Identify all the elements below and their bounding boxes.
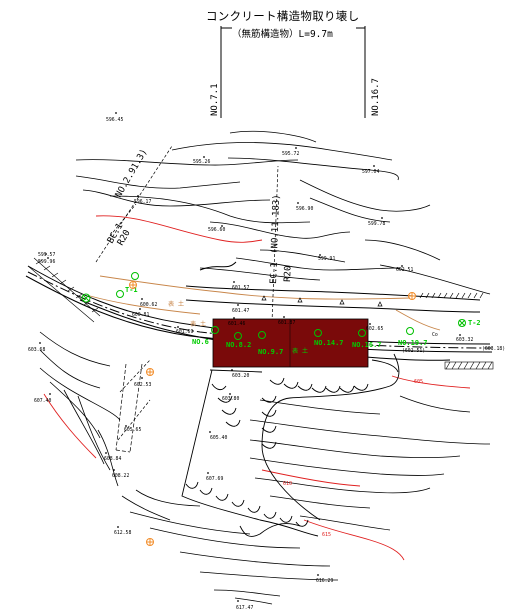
elevation-label: 602.65 bbox=[366, 326, 383, 332]
elevation-label: 599.96 bbox=[38, 259, 55, 265]
survey-point-t1: T-1 bbox=[125, 286, 138, 294]
elevation-label: 603.20 bbox=[232, 373, 249, 379]
retaining-wall-left bbox=[27, 257, 101, 323]
station-bracket bbox=[220, 26, 366, 118]
contour-label-605: 605 bbox=[414, 379, 423, 385]
station-markers bbox=[81, 272, 466, 340]
retaining-wall-right bbox=[444, 361, 494, 370]
elevation-label: 601.57 bbox=[232, 285, 249, 291]
curve-chords bbox=[95, 145, 279, 441]
elevation-label: 600.62 bbox=[140, 302, 157, 308]
curve-label-no11: (NO.11.183) bbox=[270, 194, 282, 254]
guard-rail-ticks bbox=[261, 292, 484, 307]
station-no16-7: NO.16.7 bbox=[352, 341, 382, 349]
elevation-label: 599.78 bbox=[368, 221, 385, 227]
soil-label-1: 表 土 bbox=[168, 300, 184, 308]
elevation-label: 605.40 bbox=[210, 435, 227, 441]
curve-label-r20-right: R20 bbox=[283, 266, 294, 283]
elevation-label: 595.26 bbox=[193, 159, 210, 165]
elevation-label: 595.72 bbox=[282, 151, 299, 157]
elevation-label: 612.58 bbox=[114, 530, 131, 536]
drainage-channel bbox=[115, 363, 143, 453]
station-label-right: NO.16.7 bbox=[371, 78, 381, 116]
contour-lines bbox=[39, 130, 491, 605]
curve-label-no2: NO.2.91.3) bbox=[114, 148, 150, 200]
demolition-area bbox=[212, 318, 369, 368]
station-no6: NO.6 bbox=[192, 338, 209, 346]
elevation-label: (603.18) bbox=[482, 346, 505, 352]
embankment bbox=[181, 353, 400, 537]
elevation-label: (602.51) bbox=[402, 348, 425, 354]
elevation-label: 608.84 bbox=[104, 456, 121, 462]
station-no19-7: NO.19.7 bbox=[398, 339, 428, 347]
elevation-label: 599.91 bbox=[318, 256, 335, 262]
curve-label-ec1: EC.1 bbox=[269, 262, 280, 284]
survey-point-t2: T-2 bbox=[468, 319, 481, 327]
elevation-label: 603.68 bbox=[28, 347, 45, 353]
station-label-left: NO.7.1 bbox=[210, 83, 220, 116]
contour-label-610: 610 bbox=[283, 481, 292, 487]
tan-road-edge bbox=[89, 275, 441, 331]
drawing-title: コンクリート構造物取り壊し bbox=[206, 9, 360, 23]
elevation-label: 601.47 bbox=[232, 308, 249, 314]
index-contours bbox=[43, 215, 471, 561]
elevation-label: 607.40 bbox=[34, 398, 51, 404]
elevation-label: 607.69 bbox=[206, 476, 223, 482]
drawing-subtitle: （無筋構造物）L=9.7m bbox=[232, 29, 333, 40]
elevation-label: 603.32 bbox=[456, 337, 473, 343]
elevation-label: 608.22 bbox=[112, 473, 129, 479]
elevation-label: 596.60 bbox=[208, 227, 225, 233]
elevation-label: 602.53 bbox=[134, 382, 151, 388]
station-no8-2: NO.8.2 bbox=[226, 341, 251, 349]
elevation-label: 616.29 bbox=[316, 578, 333, 584]
elevation-label: 601.69 bbox=[176, 329, 193, 335]
elevation-label: 601.46 bbox=[228, 321, 245, 327]
elevation-points bbox=[39, 112, 461, 602]
soil-label-3: 表 土 bbox=[292, 347, 308, 355]
elevation-labels: 596.45 595.26 595.72 597.04 596.17 596.9… bbox=[28, 117, 505, 611]
elevation-label: 602.51 bbox=[396, 267, 413, 273]
elevation-label: 596.17 bbox=[134, 199, 151, 205]
orange-markers bbox=[129, 281, 416, 546]
elevation-label: 599.57 bbox=[38, 252, 55, 258]
station-no14-7: NO.14.7 bbox=[314, 339, 344, 347]
contour-label-615: 615 bbox=[322, 532, 331, 538]
elevation-label: 596.45 bbox=[106, 117, 123, 123]
elevation-label: 605.65 bbox=[124, 427, 141, 433]
elevation-label: 597.04 bbox=[362, 169, 379, 175]
co-label: Co bbox=[432, 332, 438, 338]
elevation-label: 596.90 bbox=[296, 206, 313, 212]
elevation-label: 601.87 bbox=[278, 320, 295, 326]
elevation-label: 603.80 bbox=[222, 396, 239, 402]
elevation-label: 617.47 bbox=[236, 605, 253, 611]
station-no9-7: NO.9.7 bbox=[258, 348, 283, 356]
soil-label-2: 表 土 bbox=[190, 320, 206, 328]
elevation-label: 600.81 bbox=[132, 312, 149, 318]
